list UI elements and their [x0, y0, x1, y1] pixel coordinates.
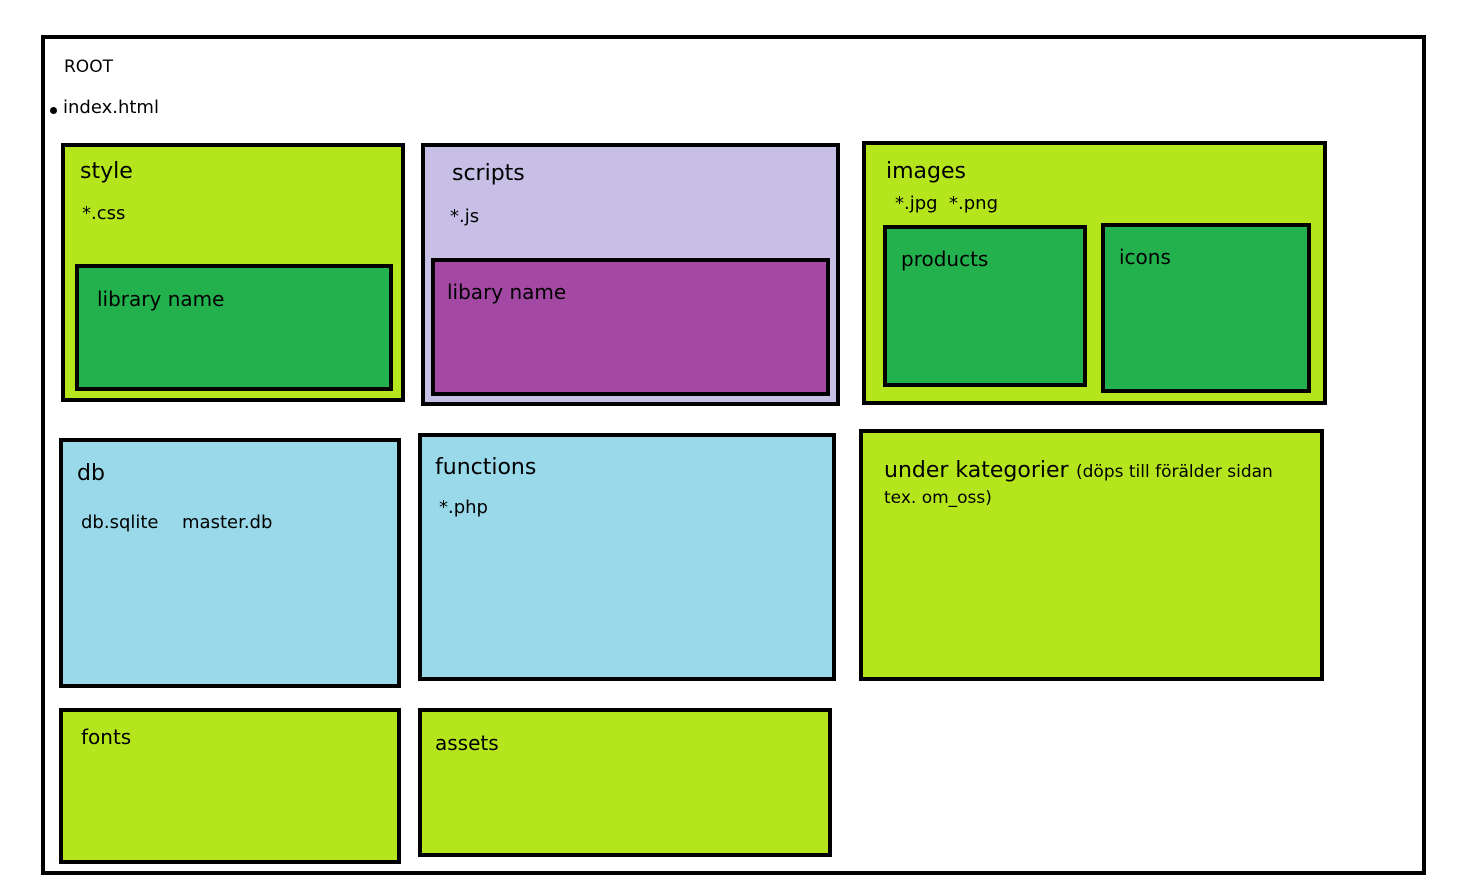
folder-db-title: db: [77, 461, 105, 486]
bullet-icon: [50, 107, 57, 114]
folder-assets-title: assets: [435, 731, 499, 755]
folder-style: style *.css library name: [61, 143, 405, 402]
folder-scripts-title: scripts: [452, 161, 525, 186]
folder-under-kategorier-title: under kategorier: [884, 458, 1069, 483]
folder-style-files: *.css: [82, 203, 126, 224]
folder-under-kategorier-note-2: tex. om_oss): [884, 488, 992, 508]
folder-scripts-library: libary name: [431, 258, 830, 396]
folder-functions-title: functions: [435, 455, 537, 480]
folder-images-icons-label: icons: [1119, 245, 1171, 269]
folder-scripts-files: *.js: [450, 206, 480, 227]
index-file-label: index.html: [63, 97, 159, 118]
folder-style-title: style: [80, 159, 133, 184]
root-label: ROOT: [64, 57, 113, 77]
folder-images-files: *.jpg *.png: [895, 193, 998, 214]
folder-style-library-label: library name: [97, 287, 225, 311]
folder-style-library: library name: [75, 264, 393, 391]
folder-images: images *.jpg *.png products icons: [862, 141, 1327, 405]
folder-under-kategorier: under kategorier (döps till förälder sid…: [859, 429, 1324, 681]
folder-under-kategorier-note-1: (döps till förälder sidan: [1076, 462, 1273, 482]
folder-images-icons: icons: [1101, 223, 1311, 393]
folder-functions-files: *.php: [439, 497, 488, 518]
folder-fonts-title: fonts: [81, 725, 132, 749]
folder-db-file-sqlite: db.sqlite: [81, 512, 159, 533]
folder-images-products-label: products: [901, 247, 989, 271]
folder-scripts-library-label: libary name: [447, 280, 567, 304]
folder-scripts: scripts *.js libary name: [421, 143, 840, 406]
folder-fonts: fonts: [59, 708, 401, 864]
folder-db: db db.sqlite master.db: [59, 438, 401, 688]
folder-images-title: images: [886, 159, 966, 184]
folder-images-products: products: [883, 225, 1087, 387]
folder-assets: assets: [418, 708, 832, 857]
folder-functions: functions *.php: [418, 433, 836, 681]
folder-db-file-master: master.db: [182, 512, 273, 533]
index-file-row: index.html: [50, 97, 159, 118]
